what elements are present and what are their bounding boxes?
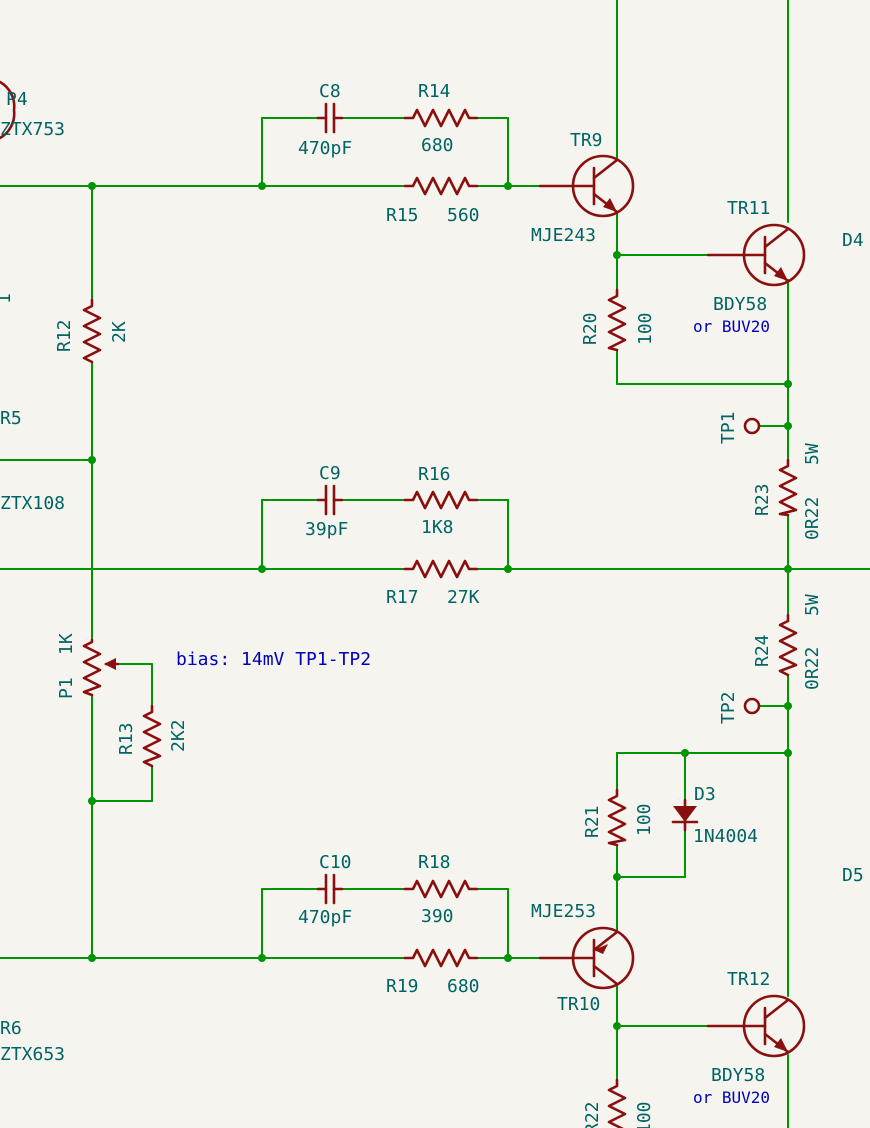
r14-resistor (403, 108, 479, 128)
tr4-ref-label: P4 (6, 89, 28, 110)
r18-resistor (403, 879, 479, 899)
r19-ref-label: R19 (386, 976, 419, 997)
tr9-transistor (538, 154, 635, 218)
tr5-ref-label: R5 (0, 408, 22, 429)
r24-resistor (778, 613, 798, 677)
r15-value-label: 560 (447, 205, 480, 226)
tp1-ref-label: TP1 (718, 411, 739, 444)
p1-ref-label: P1 (56, 677, 77, 699)
c10-capacitor (316, 873, 344, 905)
r12-ref-label: R12 (54, 319, 75, 352)
tr12-transistor (706, 994, 806, 1058)
tr12-value-label: BDY58 (711, 1065, 765, 1086)
r21-value-label: 100 (634, 803, 655, 836)
r15-resistor (403, 176, 479, 196)
tr12-alt-label: or BUV20 (693, 1088, 770, 1107)
r21-ref-label: R21 (582, 805, 603, 838)
r20-value-label: 100 (635, 312, 656, 345)
r20-resistor (607, 288, 627, 352)
tr10-ref-label: TR10 (557, 994, 600, 1015)
r22-value-label: 100 (634, 1101, 655, 1128)
r15-ref-label: R15 (386, 205, 419, 226)
p1-value-label: 1K (56, 633, 77, 655)
c10-ref-label: C10 (319, 852, 352, 873)
tr10-transistor (538, 926, 635, 990)
c9-ref-label: C9 (319, 463, 341, 484)
tr11-ref-label: TR11 (727, 198, 770, 219)
d4-partial-label: D4 (842, 230, 864, 251)
tr11-value-label: BDY58 (713, 294, 767, 315)
r24-ref-label: R24 (752, 634, 773, 667)
r18-value-label: 390 (421, 906, 454, 927)
c8-value-label: 470pF (298, 138, 352, 159)
junction-dots (88, 182, 792, 1030)
r14-value-label: 680 (421, 135, 454, 156)
r16-ref-label: R16 (418, 464, 451, 485)
r13-value-label: 2K2 (168, 719, 189, 752)
c9-value-label: 39pF (305, 519, 348, 540)
tr12-ref-label: TR12 (727, 969, 770, 990)
r22-ref-label: R22 (582, 1101, 603, 1128)
r17-ref-label: R17 (386, 587, 419, 608)
r23-ref-label: R23 (752, 483, 773, 516)
r22-resistor (607, 1078, 627, 1128)
tr4-part-label: ZTX753 (0, 119, 65, 140)
r17-resistor (403, 559, 479, 579)
tr5-part-label: ZTX108 (0, 493, 65, 514)
r23-power-label: 5W (802, 443, 823, 465)
tr6-part-label: ZTX653 (0, 1044, 65, 1065)
c10-value-label: 470pF (298, 907, 352, 928)
r19-resistor (403, 948, 479, 968)
r24-power-label: 5W (802, 594, 823, 616)
r16-resistor (403, 490, 479, 510)
p1-potentiometer (82, 638, 120, 697)
c8-capacitor (316, 102, 344, 134)
tr4-partial-symbol (0, 80, 16, 140)
r12-value-label: 2K (109, 321, 130, 343)
tr9-value-label: MJE243 (531, 225, 596, 246)
r23-value-label: 0R22 (802, 497, 823, 540)
r20-ref-label: R20 (580, 312, 601, 345)
tr9-ref-label: TR9 (570, 130, 603, 151)
r12-resistor (82, 298, 102, 364)
tr11-transistor (706, 223, 806, 287)
r17-value-label: 27K (447, 587, 480, 608)
r13-ref-label: R13 (116, 722, 137, 755)
r18-ref-label: R18 (418, 852, 451, 873)
tp1-testpoint (743, 417, 761, 435)
r24-value-label: 0R22 (802, 647, 823, 690)
tp2-testpoint (743, 697, 761, 715)
d3-diode (671, 798, 699, 832)
d3-ref-label: D3 (694, 784, 716, 805)
partial-label-top: J1 (248, 0, 270, 3)
tp2-ref-label: TP2 (718, 691, 739, 724)
r23-resistor (778, 458, 798, 517)
partial-label-left: 1 (0, 293, 15, 304)
r21-resistor (607, 788, 627, 847)
tr11-alt-label: or BUV20 (693, 317, 770, 336)
tr6-ref-label: R6 (0, 1018, 22, 1039)
r14-ref-label: R14 (418, 81, 451, 102)
tr10-value-label: MJE253 (531, 901, 596, 922)
c9-capacitor (316, 484, 344, 516)
d5-partial-label: D5 (842, 865, 864, 886)
r16-value-label: 1K8 (421, 517, 454, 538)
r13-resistor (142, 704, 162, 768)
c8-ref-label: C8 (319, 81, 341, 102)
r19-value-label: 680 (447, 976, 480, 997)
bias-note: bias: 14mV TP1-TP2 (176, 649, 371, 670)
d3-value-label: 1N4004 (693, 826, 758, 847)
